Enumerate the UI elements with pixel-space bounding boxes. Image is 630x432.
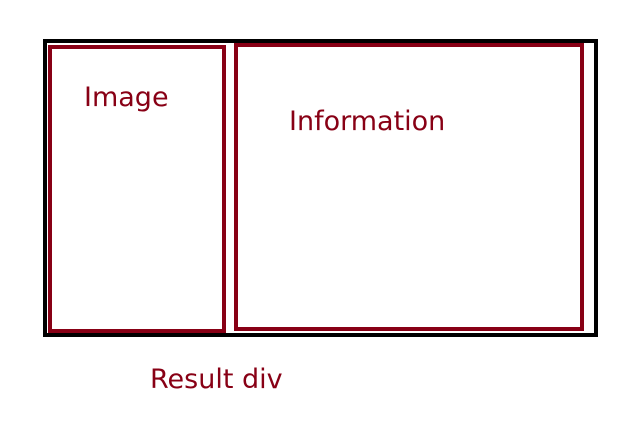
information-label: Information: [289, 106, 446, 137]
image-label: Image: [84, 82, 169, 113]
result-div-label: Result div: [150, 364, 283, 395]
information-box: [234, 43, 584, 331]
image-box: [48, 45, 226, 333]
